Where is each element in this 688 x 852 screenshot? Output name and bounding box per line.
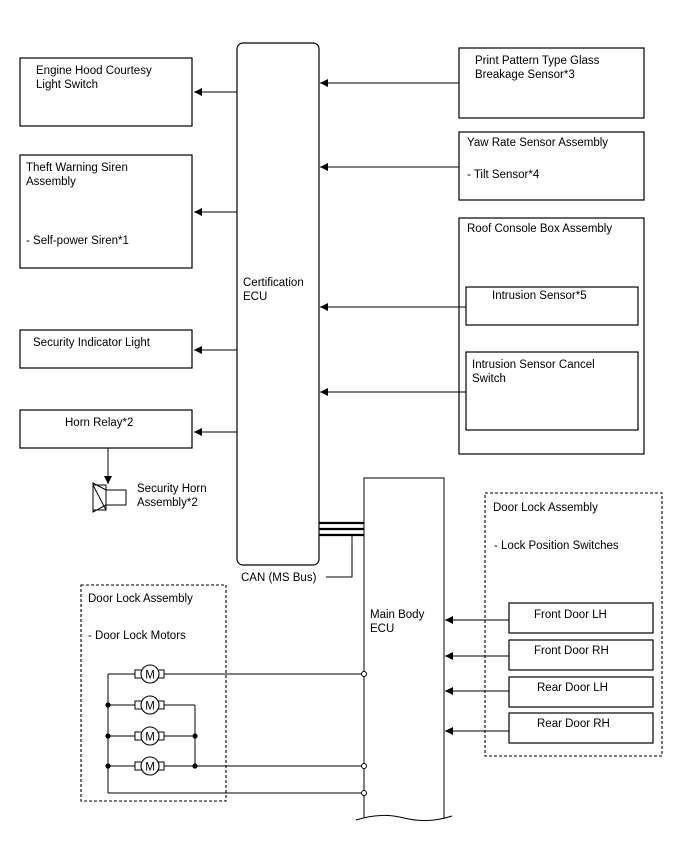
front-door-lh-label: Front Door LH: [534, 609, 607, 621]
can-bus-label: CAN (MS Bus): [241, 572, 317, 584]
roof-console-label: Roof Console Box Assembly: [467, 223, 612, 235]
main-body-ecu-box: [363, 477, 445, 818]
door-lock-motor-assembly: [80, 584, 227, 802]
certification-ecu-label-2: ECU: [243, 291, 267, 303]
door-lock-motor-2: M: [134, 695, 165, 715]
security-indicator-box: [19, 329, 193, 369]
can-bus-lines: [319, 521, 364, 578]
motor-label-4: M: [145, 762, 155, 774]
door-lock-motor-3: M: [134, 726, 165, 746]
rear-door-rh-switch-box: [508, 712, 654, 744]
engine-hood-label-1: Engine Hood Courtesy: [36, 65, 152, 77]
intrusion-cancel-label-2: Switch: [472, 373, 506, 385]
door-lock-motor-wiring: [105, 671, 367, 796]
door-lock-motor-1: M: [134, 664, 165, 684]
door-lock-left-sub: - Door Lock Motors: [88, 630, 186, 642]
engine-hood-label-2: Light Switch: [36, 79, 98, 91]
theft-siren-label-1: Theft Warning Siren: [26, 162, 128, 174]
motor-label-3: M: [145, 732, 155, 744]
certification-ecu-box: [236, 42, 320, 566]
door-lock-left-title: Door Lock Assembly: [88, 593, 193, 605]
glass-sensor-label-1: Print Pattern Type Glass: [475, 55, 600, 67]
engine-hood-switch-box: [19, 57, 193, 127]
main-body-ecu-break: [355, 814, 453, 822]
glass-sensor-label-2: Breakage Sensor*3: [475, 69, 575, 81]
theft-siren-sub-label: - Self-power Siren*1: [26, 235, 129, 247]
security-horn-label-1: Security Horn: [137, 483, 207, 495]
front-door-rh-label: Front Door RH: [534, 645, 609, 657]
horn-relay-label: Horn Relay*2: [65, 417, 133, 429]
front-door-rh-switch-box: [508, 639, 654, 671]
security-horn-label-2: Assembly*2: [137, 497, 198, 509]
yaw-rate-label: Yaw Rate Sensor Assembly: [467, 137, 608, 149]
door-lock-motor-4: M: [134, 756, 165, 776]
rear-door-lh-switch-box: [508, 676, 654, 708]
intrusion-cancel-switch-box: [465, 351, 639, 431]
main-body-ecu-label-1: Main Body: [370, 609, 425, 621]
horn-relay-box: [19, 409, 193, 449]
door-lock-right-sub: - Lock Position Switches: [494, 540, 619, 552]
rear-door-rh-label: Rear Door RH: [537, 718, 610, 730]
yaw-rate-sensor-box: [458, 131, 645, 201]
door-lock-right-title: Door Lock Assembly: [493, 502, 598, 514]
certification-ecu-label-1: Certification: [243, 277, 304, 289]
intrusion-cancel-label-1: Intrusion Sensor Cancel: [472, 359, 595, 371]
horn-speaker-icon: [92, 482, 127, 513]
rear-door-lh-label: Rear Door LH: [537, 682, 608, 694]
theft-siren-label-2: Assembly: [26, 176, 76, 188]
intrusion-sensor-label: Intrusion Sensor*5: [492, 290, 587, 302]
front-door-lh-switch-box: [508, 602, 654, 634]
motor-label-1: M: [145, 670, 155, 682]
security-indicator-label: Security Indicator Light: [33, 337, 151, 349]
intrusion-sensor-box: [465, 286, 639, 326]
theft-siren-box: [19, 154, 193, 269]
glass-breakage-sensor-box: [458, 47, 645, 119]
main-body-ecu-label-2: ECU: [370, 623, 394, 635]
yaw-rate-sub-label: - Tilt Sensor*4: [467, 169, 540, 181]
motor-label-2: M: [145, 701, 155, 713]
